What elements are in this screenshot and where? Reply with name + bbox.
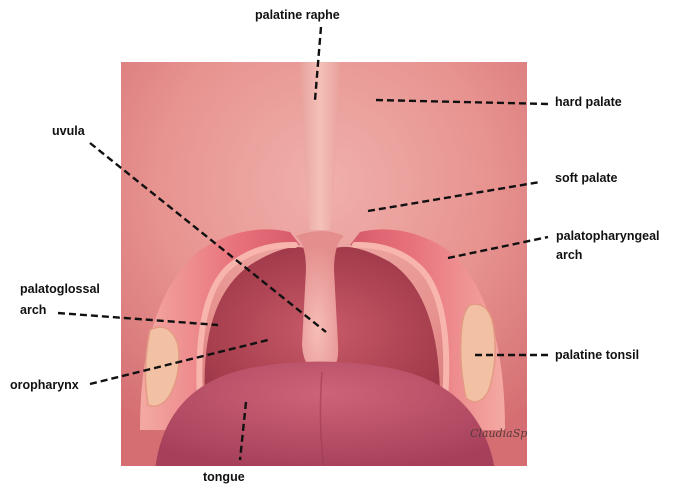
label-palatine-tonsil: palatine tonsil: [555, 348, 639, 362]
label-soft-palate: soft palate: [555, 171, 618, 185]
artist-signature: ClaudiaSpotti: [470, 427, 546, 440]
label-hard-palate: hard palate: [555, 95, 622, 109]
illustration: ClaudiaSpotti: [121, 62, 546, 470]
label-palatoglossal-arch-line2: arch: [20, 303, 46, 317]
label-palatine-raphe: palatine raphe: [255, 8, 340, 22]
label-palatopharyngeal-arch-line2: arch: [556, 248, 582, 262]
label-uvula: uvula: [52, 124, 86, 138]
label-palatoglossal-arch-line1: palatoglossal: [20, 282, 100, 296]
label-palatopharyngeal-arch-line1: palatopharyngeal: [556, 229, 660, 243]
label-tongue: tongue: [203, 470, 245, 484]
label-oropharynx: oropharynx: [10, 378, 79, 392]
right-tonsil-shape: [461, 304, 495, 402]
